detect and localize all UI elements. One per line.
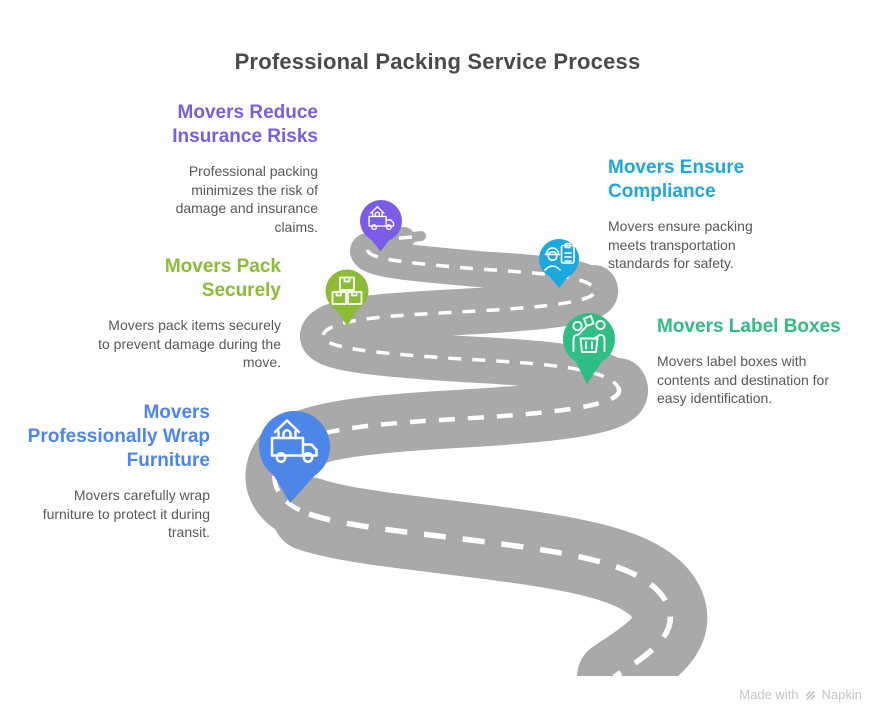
step-ensure-compliance: Movers Ensure Compliance Movers ensure p… (608, 156, 778, 273)
step-heading: Movers Professionally Wrap Furniture (27, 402, 210, 471)
step-heading: Movers Reduce Insurance Risks (172, 102, 318, 147)
step-body: Movers carefully wrap furniture to prote… (42, 487, 210, 540)
step-body: Movers ensure packing meets transportati… (608, 218, 753, 271)
pin-reduce-insurance-risks (360, 200, 402, 252)
step-heading: Movers Label Boxes (657, 316, 841, 337)
step-heading: Movers Ensure Compliance (608, 157, 745, 202)
pin-ensure-compliance (539, 239, 579, 288)
worker-checklist-icon (544, 242, 575, 271)
napkin-brand-label: Napkin (821, 687, 862, 702)
pin-head (259, 411, 330, 482)
step-heading: Movers Pack Securely (164, 256, 281, 301)
road-segment-top (350, 233, 612, 306)
step-pack-securely: Movers Pack Securely Movers pack items s… (96, 255, 281, 372)
pin-label-boxes (563, 313, 615, 384)
pin-head (360, 200, 402, 242)
road-segment-bottom (272, 477, 708, 714)
step-professionally-wrap-furniture: Movers Professionally Wrap Furniture Mov… (25, 401, 210, 542)
step-body: Movers pack items securely to prevent da… (98, 317, 281, 370)
napkin-logo-icon (805, 690, 815, 700)
pin-tail (573, 357, 605, 384)
pin-tail (273, 474, 316, 503)
movers-labeling-icon (572, 315, 606, 353)
step-body: Movers label boxes with contents and des… (657, 353, 830, 406)
step-reduce-insurance-risks: Movers Reduce Insurance Risks Profession… (150, 101, 318, 236)
road-bottom-cut (420, 676, 732, 725)
made-with-label: Made with (739, 687, 799, 702)
pin-pack-securely (325, 269, 369, 326)
pin-professionally-wrap-furniture (259, 411, 330, 503)
pin-head (325, 269, 369, 313)
step-label-boxes: Movers Label Boxes Movers label boxes wi… (657, 315, 857, 408)
step-body: Professional packing minimizes the risk … (175, 163, 318, 235)
page-title: Professional Packing Service Process (234, 49, 641, 74)
stacked-boxes-icon (331, 276, 363, 305)
napkin-watermark[interactable]: Made with Napkin (739, 687, 862, 703)
